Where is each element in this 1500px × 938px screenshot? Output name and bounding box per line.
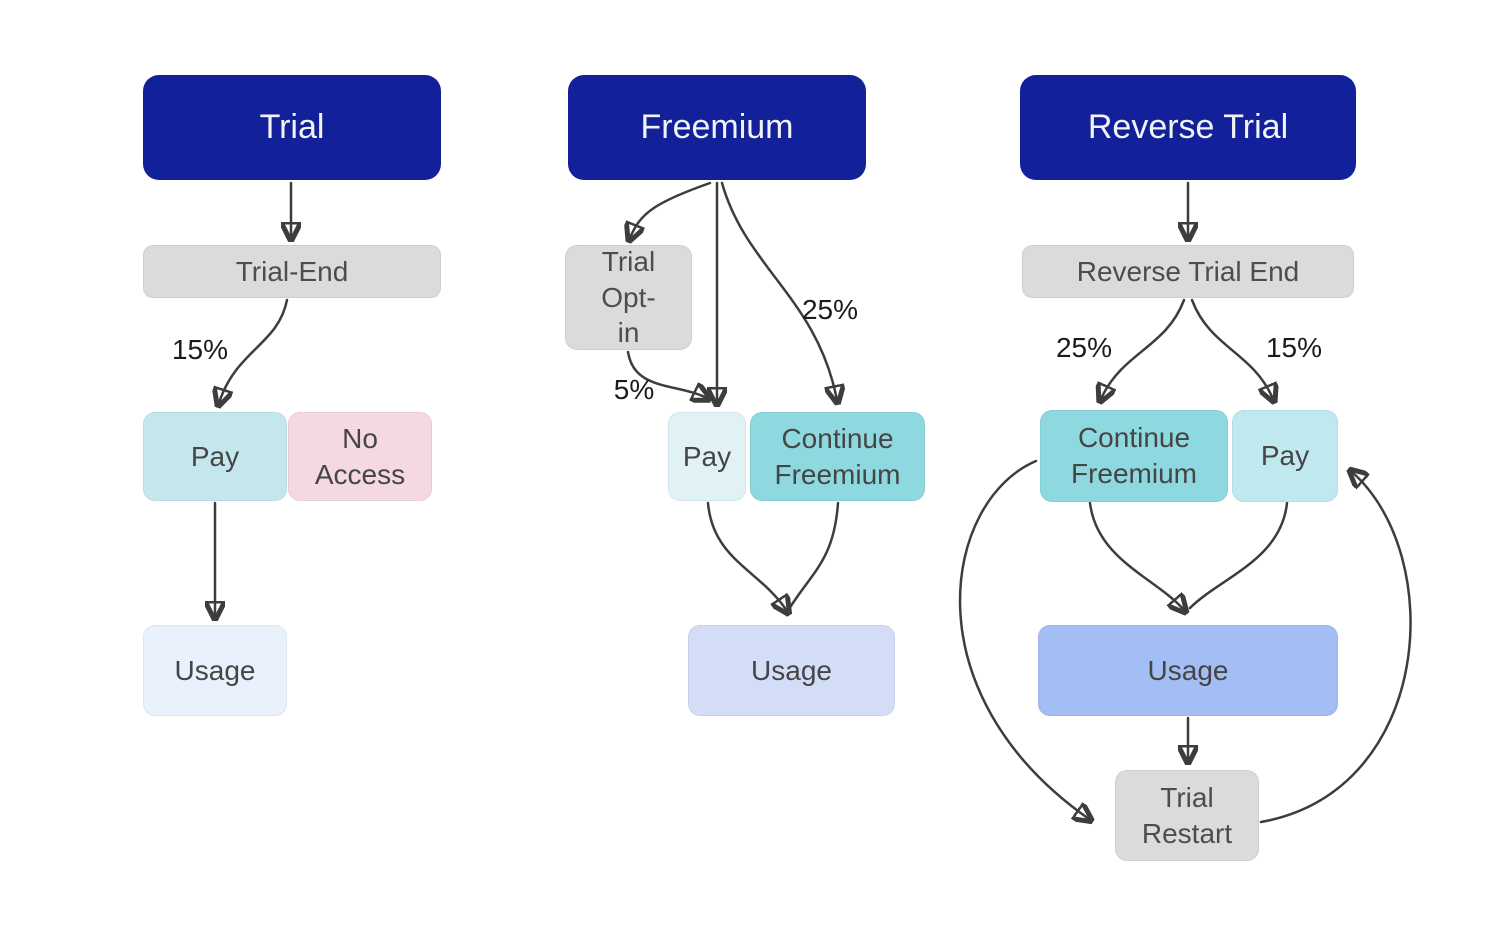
trial-end-node: Trial-End xyxy=(143,245,441,298)
no-access-node: No Access xyxy=(288,412,432,501)
reverse-pay-percent-label: 15% xyxy=(1265,332,1323,363)
continue-freemium-node-reverse: Continue Freemium xyxy=(1040,410,1228,502)
reverse-trial-header-node: Reverse Trial xyxy=(1020,75,1356,180)
trial-restart-node: Trial Restart xyxy=(1115,770,1259,861)
reverse-continue-percent-label: 25% xyxy=(1055,332,1113,363)
edge-continue-freemium-to-usage-freemium xyxy=(787,501,840,611)
pay-node-freemium: Pay xyxy=(668,412,746,501)
trial-header-node: Trial xyxy=(143,75,441,180)
trial-opt-in-node: Trial Opt-in xyxy=(565,245,692,350)
freemium-optin-pay-percent-label: 5% xyxy=(613,374,655,405)
trial-pay-percent-label: 15% xyxy=(171,334,229,365)
pay-node-reverse: Pay xyxy=(1232,410,1338,502)
usage-node-reverse: Usage xyxy=(1038,625,1338,716)
edge-end-to-continue-freemium xyxy=(1101,298,1186,399)
edge-continue-freemium-to-usage-reverse xyxy=(1088,501,1184,610)
edge-pay-to-usage-reverse xyxy=(1188,501,1289,610)
edge-freemium-to-trial-opt-in xyxy=(630,181,712,238)
edge-continue-freemium-to-trial-restart-loop xyxy=(958,459,1089,819)
edge-trial-restart-to-pay-loop xyxy=(1259,472,1412,824)
usage-node-trial: Usage xyxy=(143,625,287,716)
edge-pay-to-usage-freemium xyxy=(706,501,787,611)
edge-end-to-pay-reverse xyxy=(1190,298,1273,399)
reverse-trial-end-node: Reverse Trial End xyxy=(1022,245,1354,298)
freemium-continue-percent-label: 25% xyxy=(801,294,859,325)
edge-trial-opt-in-to-pay xyxy=(626,350,707,398)
edge-freemium-to-continue-freemium xyxy=(720,181,837,400)
pay-node-trial: Pay xyxy=(143,412,287,501)
edge-trial-end-to-pay xyxy=(219,298,289,403)
freemium-header-node: Freemium xyxy=(568,75,866,180)
usage-node-freemium: Usage xyxy=(688,625,895,716)
continue-freemium-node-freemium: Continue Freemium xyxy=(750,412,925,501)
